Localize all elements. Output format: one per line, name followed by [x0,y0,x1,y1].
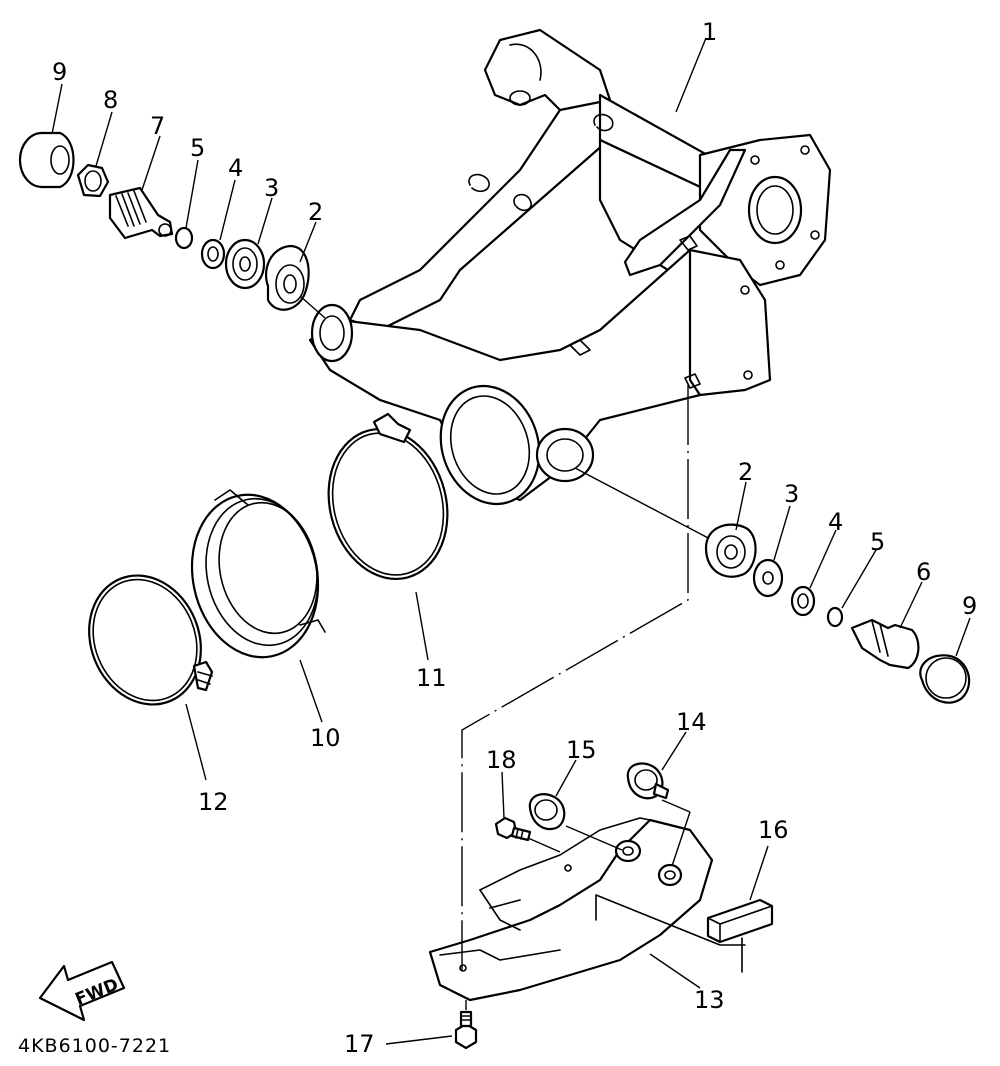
callout-8: 8 [103,86,118,114]
callout-4-right: 4 [828,508,843,536]
rubber-block-16 [706,898,774,944]
screw-18 [494,816,532,842]
callout-6: 6 [916,558,931,586]
swingarm-cover [428,817,746,1002]
pivot-shaft [108,186,174,240]
pivot-bolt [850,618,920,670]
part-code: 4KB6100-7221 [18,1035,171,1057]
left-bearing-seal [224,238,266,290]
callout-12: 12 [198,788,229,816]
callout-3-left: 3 [264,174,279,202]
callout-10: 10 [310,724,341,752]
left-bearing [264,244,310,311]
callout-1: 1 [702,18,717,46]
band-12 [88,574,214,706]
callout-17: 17 [344,1030,375,1058]
damper-14 [626,762,670,800]
callout-16: 16 [758,816,789,844]
bolt-17 [454,1010,478,1050]
left-collar [200,238,226,270]
callout-4-left: 4 [228,154,243,182]
callout-2-right: 2 [738,458,753,486]
damper-15 [528,793,566,831]
callout-14: 14 [676,708,707,736]
callout-5-left: 5 [190,134,205,162]
left-pivot-nut [76,163,110,198]
callout-13: 13 [694,986,725,1014]
band-11 [327,412,449,581]
left-o-ring [174,226,194,250]
callout-3-right: 3 [784,480,799,508]
right-bearing [704,523,757,578]
rubber-boot [190,489,326,659]
callout-7: 7 [150,112,165,140]
callout-5-right: 5 [870,528,885,556]
callout-9-right: 9 [962,592,977,620]
right-o-ring [826,606,844,628]
callout-11: 11 [416,664,447,692]
callout-9-left: 9 [52,58,67,86]
callout-15: 15 [566,736,597,764]
swingarm [308,28,832,506]
left-pivot-cap [18,131,75,189]
fwd-arrow-icon: FWD [38,960,126,1022]
right-collar [790,585,816,617]
right-bearing-seal [752,558,784,598]
callout-18: 18 [486,746,517,774]
callout-2-left: 2 [308,198,323,226]
callouts: 1 2 3 4 5 7 8 9 2 3 4 5 6 9 10 11 12 [51,18,977,1058]
right-pivot-cap [919,654,971,704]
